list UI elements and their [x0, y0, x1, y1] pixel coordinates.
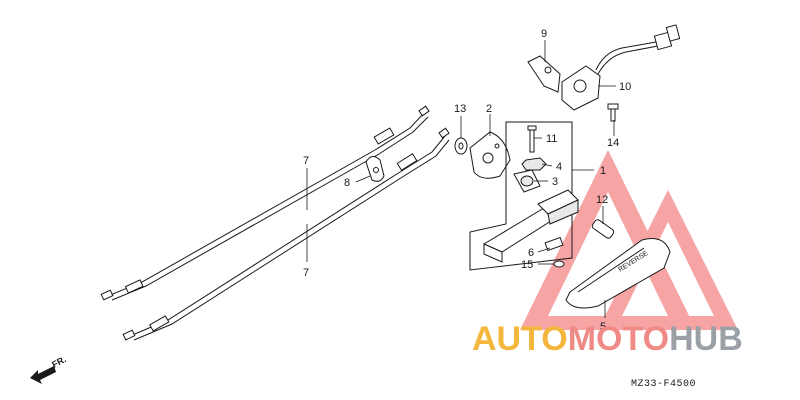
cable-clip: [365, 156, 385, 182]
pin: [591, 219, 615, 239]
watermark-part-1: AUTO: [472, 320, 568, 358]
screw: [607, 103, 619, 122]
callout-6: 6: [528, 247, 534, 259]
callout-1: 1: [600, 165, 606, 177]
callout-9: 9: [541, 28, 547, 40]
assembly-bracket: [469, 121, 594, 271]
callout-5: 5: [600, 321, 606, 333]
front-direction-marker: FR.: [30, 354, 68, 384]
callout-3: 3: [552, 176, 558, 188]
front-arrow-icon: [30, 366, 56, 384]
callout-11: 11: [546, 133, 557, 145]
callout-2: 2: [486, 103, 492, 115]
washer-lower: [553, 260, 565, 268]
nut: [521, 157, 547, 171]
callout-8: 8: [344, 177, 350, 189]
watermark-part-2: MOTO: [568, 320, 669, 358]
callout-7-lower: 7: [303, 267, 309, 279]
cable-lower: [122, 127, 450, 341]
shaft-housing: [482, 189, 579, 263]
watermark-text: AUTOMOTOHUB: [472, 320, 743, 358]
leader-lines: [306, 40, 616, 318]
callout-12: 12: [596, 194, 608, 206]
watermark-part-3: HUB: [669, 320, 743, 358]
front-label: FR.: [50, 354, 67, 370]
callout-14: 14: [607, 137, 619, 149]
callout-13: 13: [454, 103, 466, 115]
bolt-lower: [544, 236, 564, 252]
callout-4: 4: [556, 161, 562, 173]
callout-10: 10: [619, 81, 631, 93]
watermark-triangles: [520, 150, 738, 330]
reverse-switch: [561, 24, 681, 111]
switch-bracket: [527, 55, 561, 93]
diagram-code: MZ33-F4500: [631, 379, 696, 390]
washer: [454, 137, 468, 155]
cover-plate: [469, 131, 511, 179]
cable-upper: [100, 105, 430, 301]
lever-arm: [513, 169, 541, 193]
callout-15: 15: [521, 259, 533, 271]
bolt: [527, 125, 537, 153]
reverse-pedal: REVERSE: [565, 238, 671, 309]
callout-7-upper: 7: [303, 155, 309, 167]
watermark-logo: AUTOMOTOHUB: [472, 320, 743, 358]
